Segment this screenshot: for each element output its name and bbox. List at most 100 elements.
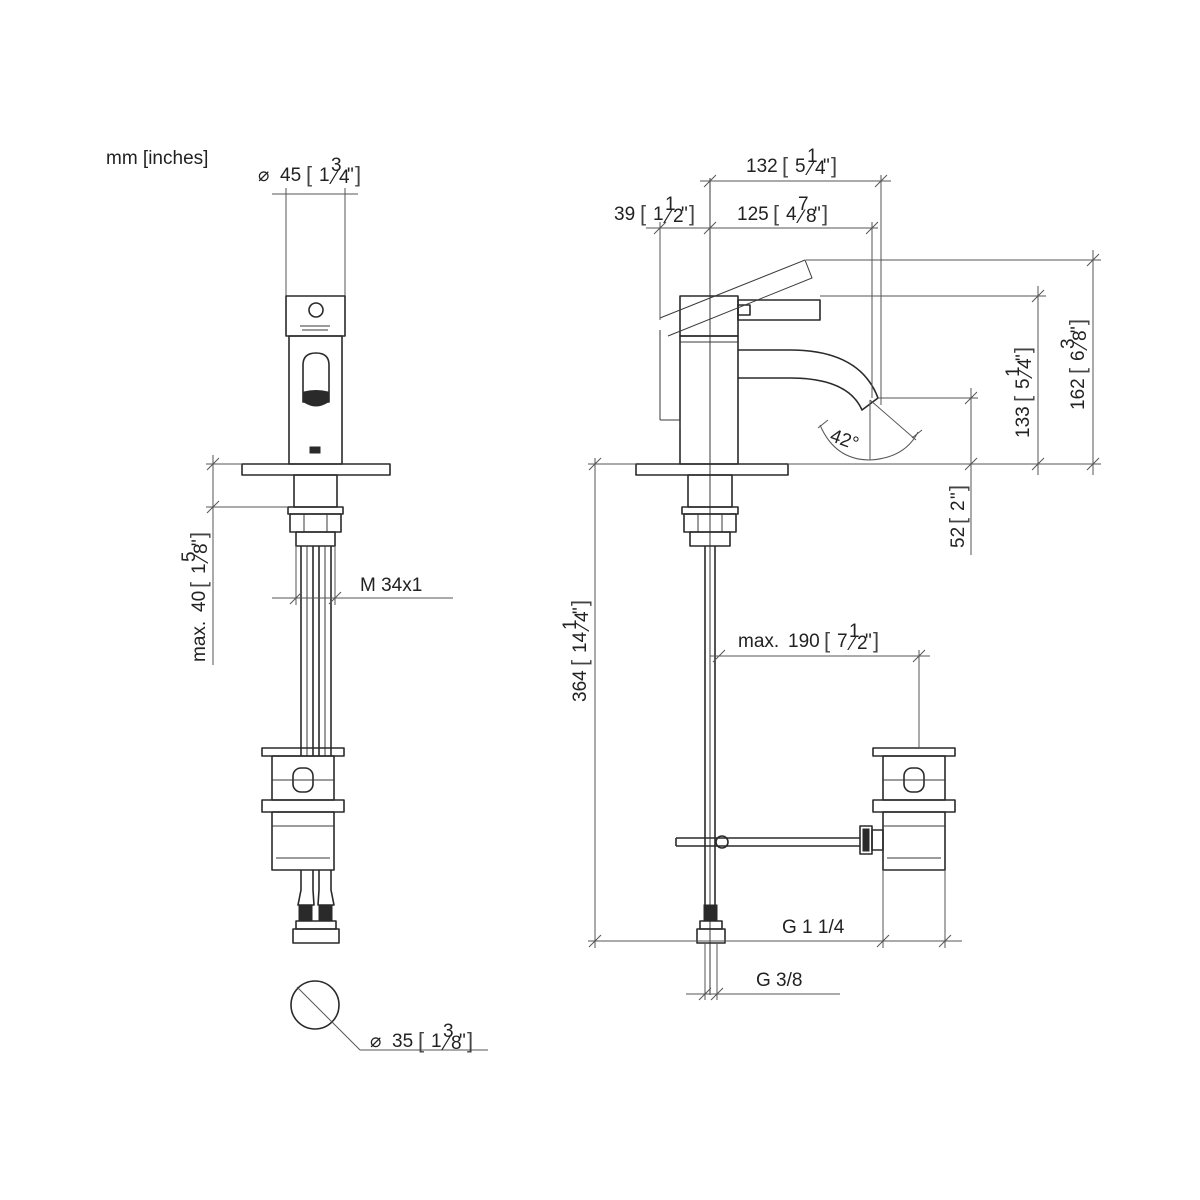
mounting-hole <box>290 980 340 1030</box>
hole-diameter-in-whole: 1 <box>431 1031 442 1052</box>
side-body <box>679 335 739 465</box>
side-drain-tailpiece <box>882 811 946 871</box>
spray-angle-label: 42° <box>827 425 861 455</box>
overall-height-mm: 162 <box>1068 378 1089 410</box>
overall-height-in-whole: 6 <box>1068 350 1089 361</box>
drain-body <box>271 755 335 801</box>
lever-offset-mm: 39 <box>614 204 635 225</box>
svg-text:⁄: ⁄ <box>192 554 213 564</box>
svg-text:⁄: ⁄ <box>1016 369 1037 379</box>
drain-reach-prefix: max. <box>738 631 779 652</box>
svg-text:": " <box>681 204 688 225</box>
svg-text:": " <box>823 156 830 177</box>
drain-reach-in-whole: 7 <box>837 631 848 652</box>
depth-in-den: 4 <box>815 158 826 179</box>
body-diameter-in-whole: 1 <box>319 165 330 186</box>
side-hose-fitting <box>696 928 726 944</box>
drain-tailpiece <box>271 811 335 871</box>
spout-height-label: 133 [ 5 1 ⁄ 4 " ] <box>1003 347 1037 438</box>
drain-reach-in-num: 1 <box>849 621 860 642</box>
hole-diameter-in-num: 3 <box>443 1021 454 1042</box>
deck-thickness-in-num: 5 <box>179 551 200 562</box>
svg-text:": " <box>814 204 821 225</box>
hose-nut-left <box>298 904 313 922</box>
total-length-mm: 364 <box>570 670 591 702</box>
total-length-in-den: 4 <box>572 611 593 622</box>
side-drain-body <box>882 755 946 801</box>
svg-text:]: ] <box>1065 319 1090 325</box>
hose-fitting-base <box>295 920 337 930</box>
svg-text:]: ] <box>186 532 211 538</box>
hose-nut-right <box>318 904 333 922</box>
svg-text:⁄: ⁄ <box>1071 341 1092 351</box>
svg-text:[: [ <box>945 518 970 524</box>
spout-height-in-num: 1 <box>1003 366 1024 377</box>
svg-text:⁄: ⁄ <box>573 622 594 632</box>
nut-lower <box>295 531 336 547</box>
svg-text:]: ] <box>831 153 837 178</box>
side-spout <box>738 349 879 411</box>
lever-offset-in-whole: 1 <box>653 204 664 225</box>
hose-end-right <box>317 870 335 906</box>
hole-diameter-mm: 35 <box>392 1031 413 1052</box>
body-diameter-mm: 45 <box>280 165 301 186</box>
svg-text:[: [ <box>782 153 788 178</box>
deck-plate <box>241 463 391 476</box>
depth-mm: 132 <box>746 156 778 177</box>
shank <box>293 474 338 508</box>
body-diameter-bracket-close: ] <box>355 162 361 187</box>
lever-screw <box>308 302 324 318</box>
svg-text:⁄: ⁄ <box>796 207 806 228</box>
svg-text:[: [ <box>186 582 211 588</box>
svg-text:": " <box>948 492 969 499</box>
svg-text:⁄: ⁄ <box>663 207 673 228</box>
units-note: mm [inches] <box>106 148 208 169</box>
spout-height-in-den: 4 <box>1015 358 1036 369</box>
side-hose-nut <box>703 904 718 922</box>
lever-offset-in-num: 1 <box>665 194 676 215</box>
svg-text:[: [ <box>567 660 592 666</box>
side-drain-nut <box>872 799 956 813</box>
svg-text:]: ] <box>689 201 695 226</box>
svg-text:": " <box>570 607 591 614</box>
thread-label: M 34x1 <box>360 575 422 596</box>
body-diameter-inch-mark: " <box>347 165 354 186</box>
reach-in-num: 7 <box>798 194 809 215</box>
svg-text:": " <box>1013 354 1034 361</box>
lever-offset-in-den: 2 <box>673 206 684 227</box>
popup-rod-clamp <box>715 835 729 849</box>
svg-text:": " <box>459 1031 466 1052</box>
front-view: ⌀ 45 [ 1 3 ⁄ 4 " ] <box>179 155 488 1055</box>
drain-nut <box>261 799 345 813</box>
total-length-in-num: 1 <box>560 619 581 630</box>
deck-thickness-prefix: max. <box>189 621 210 662</box>
reach-in-whole: 4 <box>786 204 797 225</box>
hole-diameter-symbol: ⌀ <box>370 1031 381 1052</box>
body-diameter-in-den: 4 <box>339 167 350 188</box>
outlet-height-mm: 52 <box>948 527 969 548</box>
overall-height-in-num: 3 <box>1058 338 1079 349</box>
deck-thickness-label: max. 40 [ 1 5 ⁄ 8 " ] <box>179 532 213 662</box>
svg-text:]: ] <box>467 1028 473 1053</box>
svg-text:⁄: ⁄ <box>441 1034 451 1055</box>
angle-arc <box>819 424 919 461</box>
hole-diameter-leader <box>296 986 361 1051</box>
spout-height-in-whole: 5 <box>1013 378 1034 389</box>
drain-thread-label: G 1 1/4 <box>782 917 845 938</box>
svg-text:]: ] <box>567 600 592 606</box>
drain-reach-mm: 190 <box>788 631 820 652</box>
angle-ray <box>869 399 917 441</box>
overall-height-label: 162 [ 6 3 ⁄ 8 " ] <box>1058 319 1092 410</box>
reach-in-den: 8 <box>806 206 817 227</box>
svg-text:]: ] <box>873 628 879 653</box>
side-lever-hub <box>679 295 739 337</box>
side-deck-plate <box>635 463 789 476</box>
spout-height-mm: 133 <box>1013 406 1034 438</box>
svg-text:⁄: ⁄ <box>805 159 815 180</box>
side-drain-flange <box>872 747 956 757</box>
deck-thickness-in-whole: 1 <box>189 563 210 574</box>
body-diameter-slash: ⁄ <box>329 168 339 189</box>
svg-text:[: [ <box>773 201 779 226</box>
side-view: 132 [ 5 1 ⁄ 4 " ] 39 [ 1 1 ⁄ 2 " ] 125 [… <box>560 146 1101 1001</box>
